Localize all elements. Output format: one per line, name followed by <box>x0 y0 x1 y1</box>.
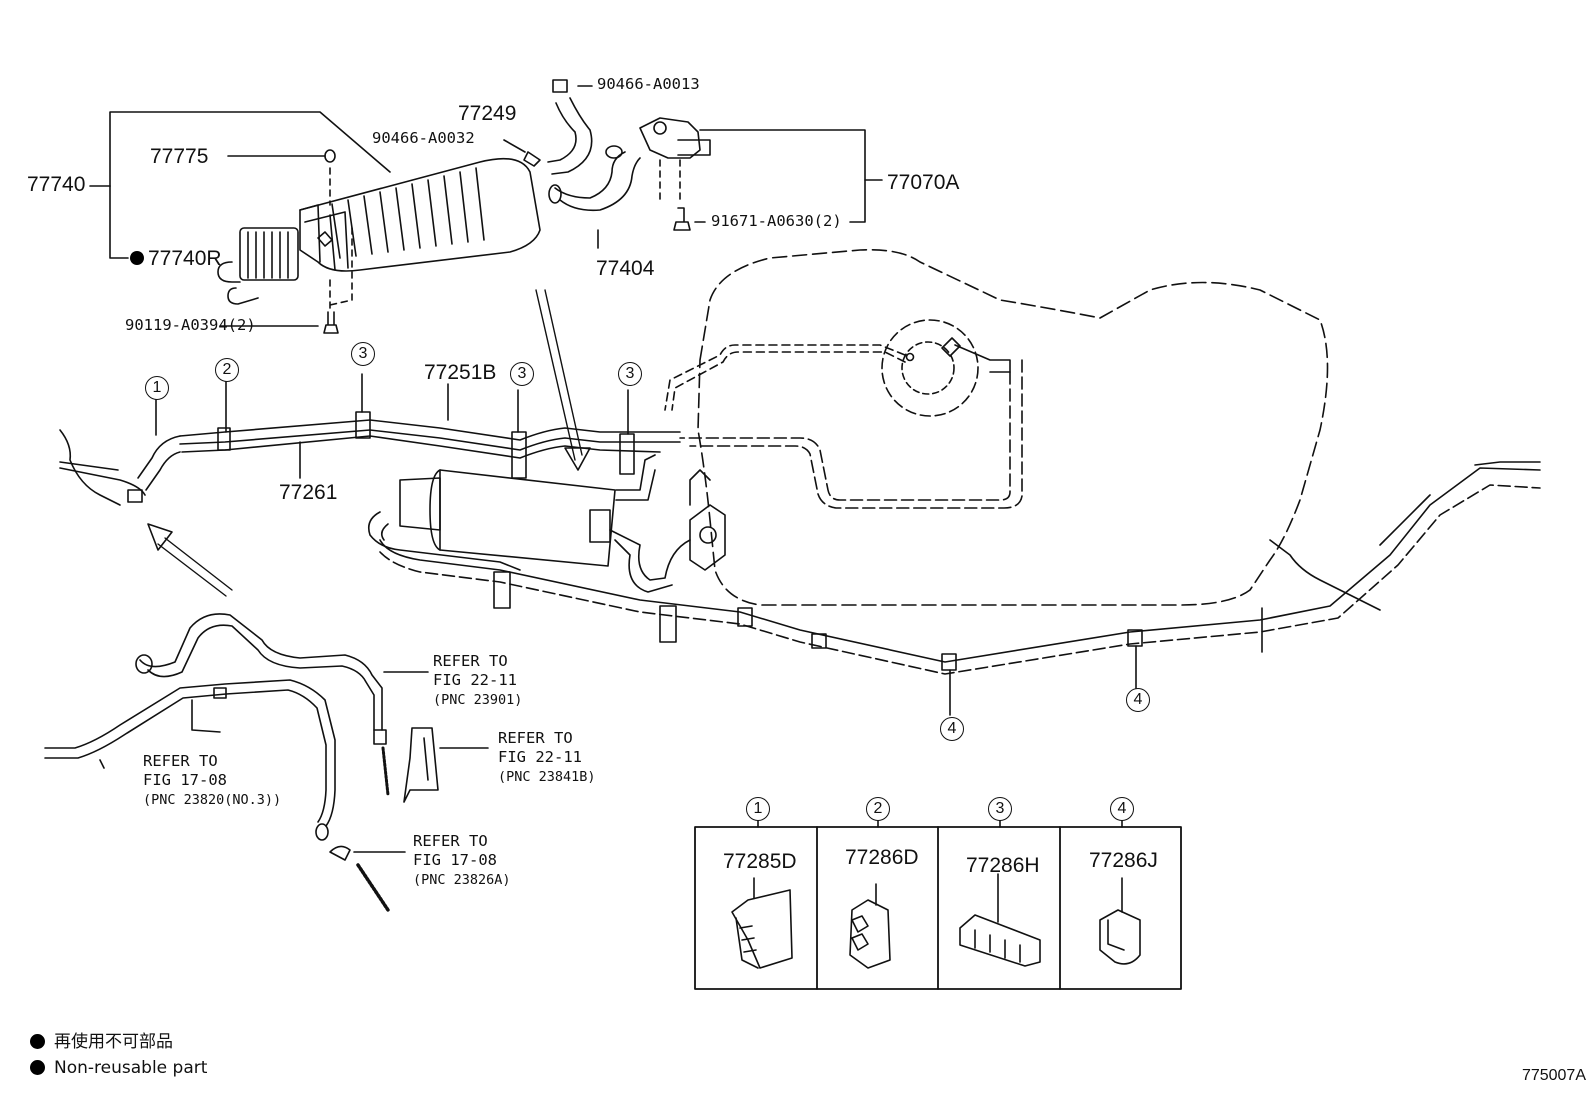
part-label-77740[interactable]: 77740 <box>27 173 86 196</box>
callout-2: 2 <box>215 358 239 382</box>
part-label-90119-A0394[interactable]: 90119-A0394(2) <box>125 316 256 334</box>
legend-japanese: 再使用不可部品 <box>30 1034 173 1051</box>
legend-japanese-text: 再使用不可部品 <box>54 1032 173 1052</box>
line-77251B <box>179 419 681 441</box>
part-label-77261[interactable]: 77261 <box>279 481 338 504</box>
part-label-77404[interactable]: 77404 <box>596 257 655 280</box>
callout-1: 1 <box>145 376 169 400</box>
callout-4-a: 4 <box>940 717 964 741</box>
non-reusable-dot-icon <box>30 1060 45 1075</box>
clip-part-77285D[interactable]: 77285D <box>723 850 797 873</box>
non-reusable-dot-icon <box>30 1034 45 1049</box>
clip-part-77286H[interactable]: 77286H <box>966 854 1040 877</box>
part-label-90466-A0032[interactable]: 90466-A0032 <box>372 129 475 147</box>
part-label-91671-A0630[interactable]: 91671-A0630(2) <box>711 212 842 230</box>
part-label-90466-A0013[interactable]: 90466-A0013 <box>597 75 700 93</box>
canister-77740-drawing <box>217 157 541 305</box>
callout-3-b: 3 <box>510 362 534 386</box>
fuel-pump-ring <box>881 319 979 417</box>
legend-english-text: Non-reusable part <box>54 1058 208 1078</box>
clip-table-header-4: 4 <box>1110 797 1134 821</box>
callout-3-a: 3 <box>351 342 375 366</box>
callout-4-b: 4 <box>1126 688 1150 712</box>
clip-table-header-1: 1 <box>746 797 770 821</box>
clip-part-77286D[interactable]: 77286D <box>845 846 919 869</box>
fuel-tank-outline <box>697 248 1329 606</box>
diagram-code: 775007A <box>1521 1067 1586 1084</box>
legend-english: Non-reusable part <box>30 1060 207 1077</box>
part-label-77070A[interactable]: 77070A <box>887 171 960 194</box>
clip-table-header-3: 3 <box>988 797 1012 821</box>
part-label-77251B[interactable]: 77251B <box>424 361 497 384</box>
part-label-77775[interactable]: 77775 <box>150 145 209 168</box>
part-label-77249[interactable]: 77249 <box>458 102 517 125</box>
part-label-77740R[interactable]: 77740R <box>148 247 222 270</box>
clip-table-header-2: 2 <box>866 797 890 821</box>
clip-part-77286J[interactable]: 77286J <box>1089 849 1158 872</box>
callout-3-c: 3 <box>618 362 642 386</box>
